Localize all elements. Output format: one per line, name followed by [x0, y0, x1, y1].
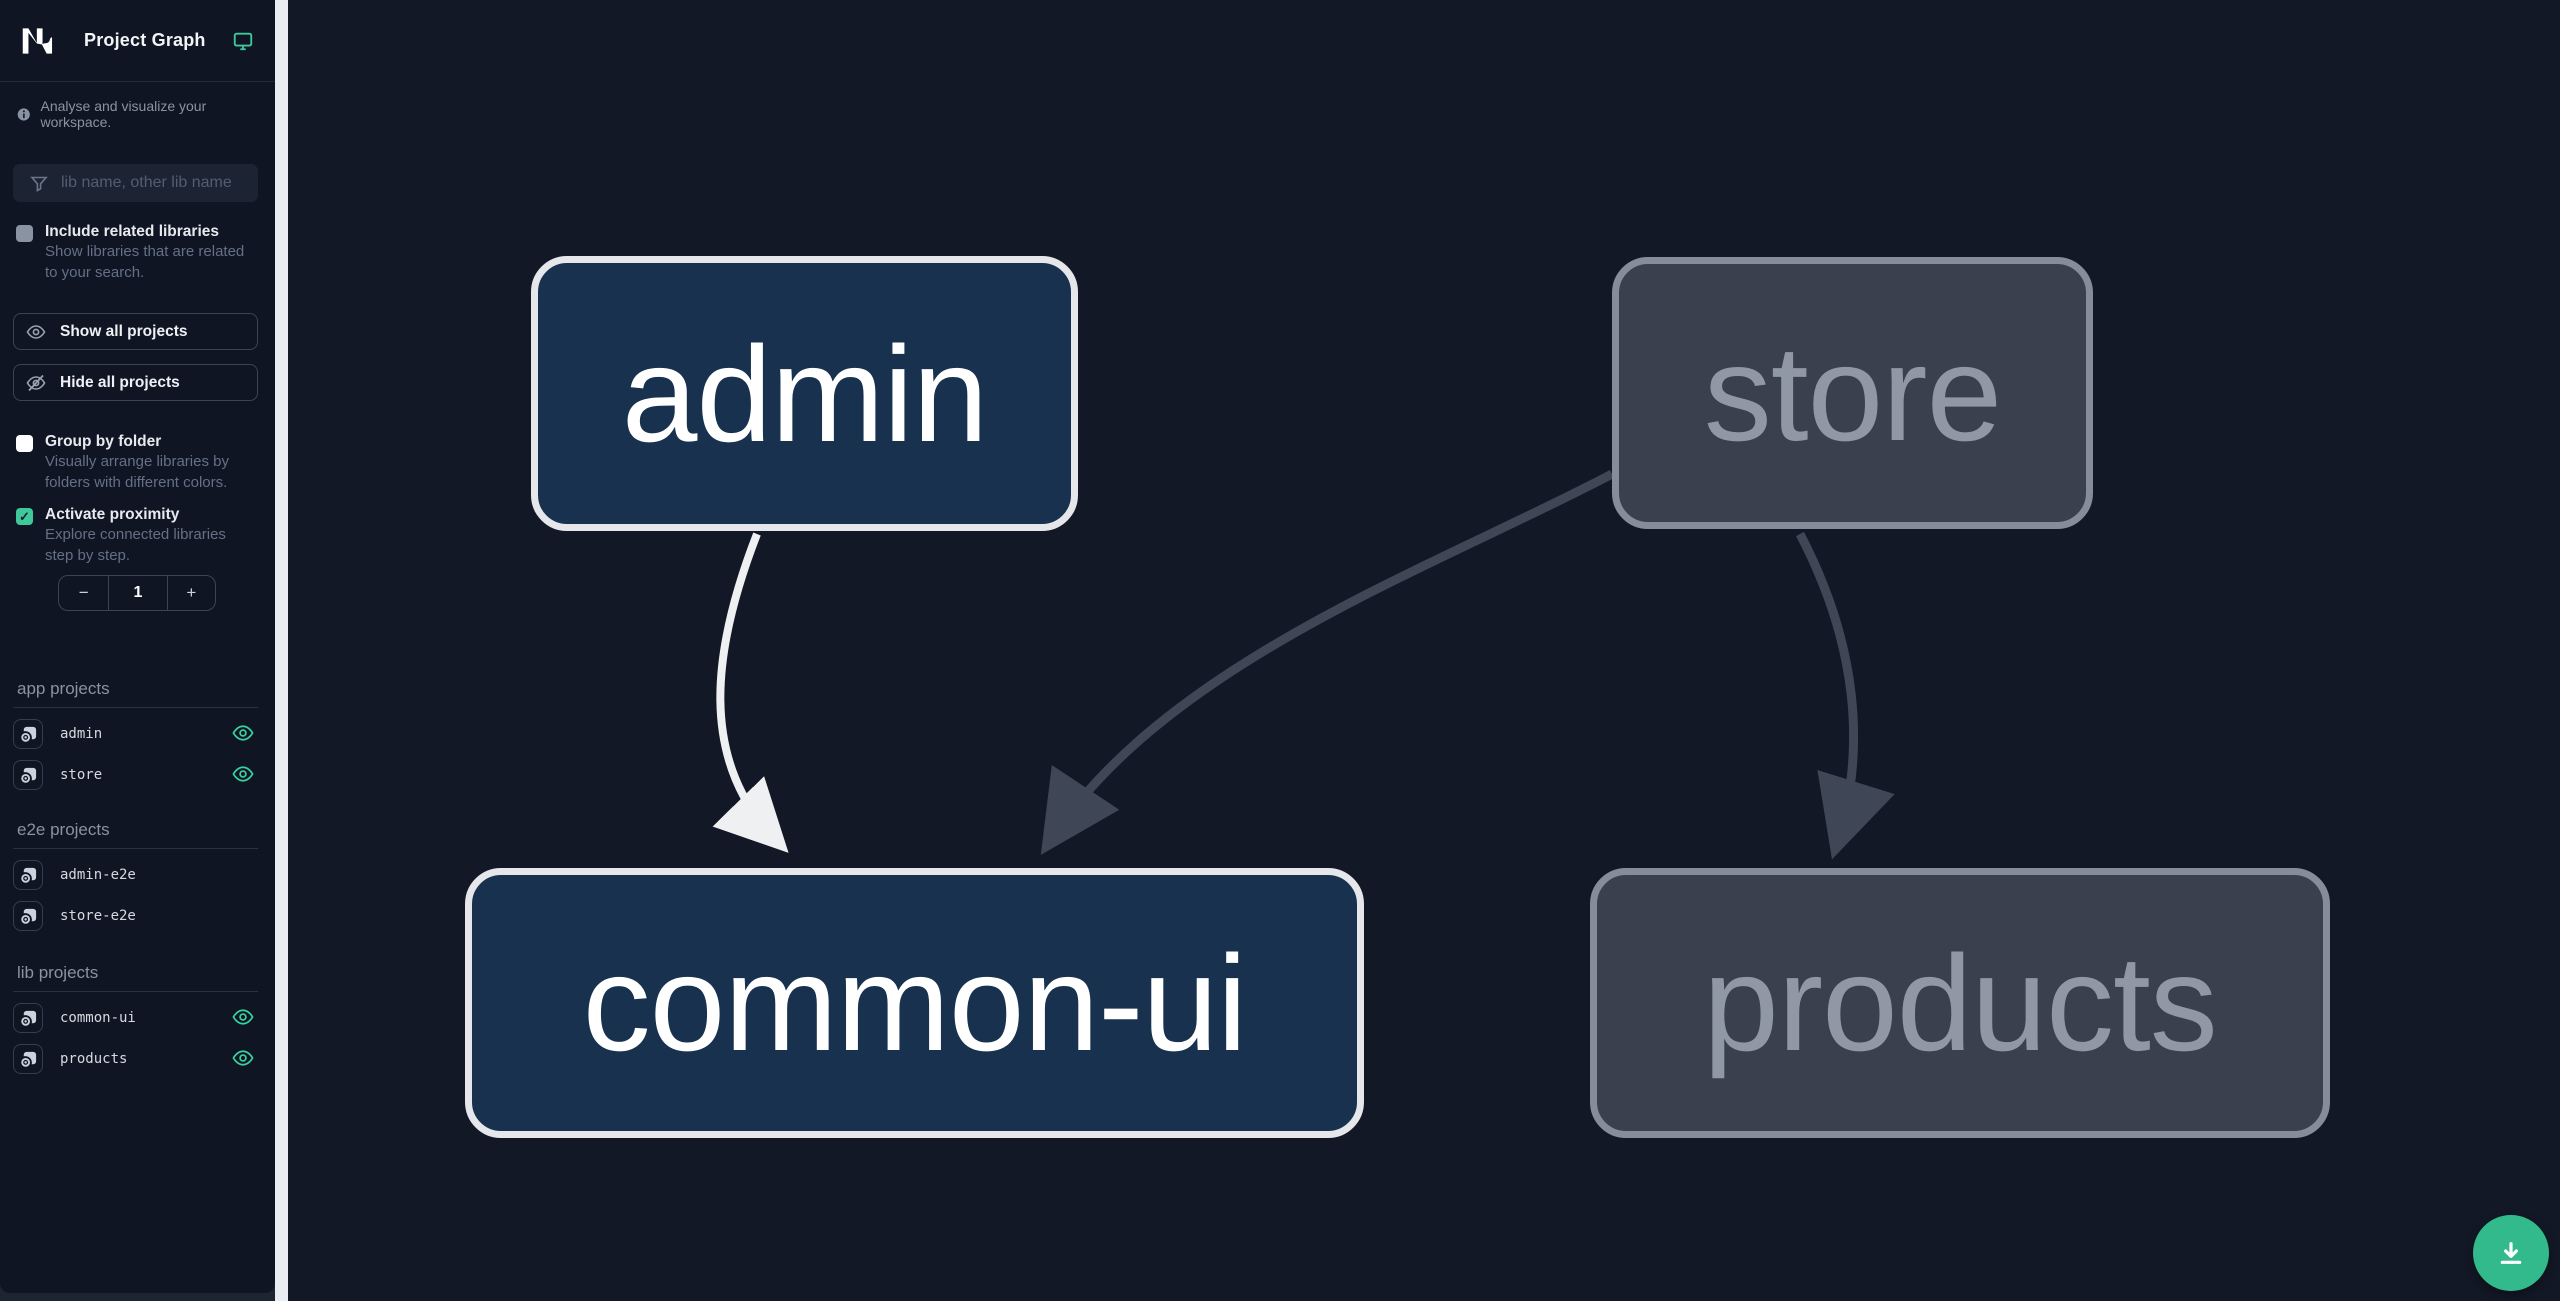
activate-proximity-option[interactable]: ✓ Activate proximity Explore connected l…: [16, 506, 257, 566]
project-row-products: products: [13, 1044, 258, 1074]
group-by-folder-description: Visually arrange libraries by folders wi…: [45, 453, 229, 491]
edge-store-to-products[interactable]: [1796, 531, 1895, 860]
project-name: products: [60, 1051, 128, 1067]
eye-icon: [26, 324, 46, 339]
include-related-checkbox[interactable]: [16, 225, 33, 242]
search-input[interactable]: [61, 174, 248, 192]
focus-icon: [20, 1010, 36, 1026]
group-by-folder-option[interactable]: Group by folder Visually arrange librari…: [16, 433, 257, 493]
section-title: lib projects: [13, 963, 258, 992]
activate-proximity-checkbox[interactable]: ✓: [16, 508, 33, 525]
monitor-icon[interactable]: [232, 30, 254, 52]
proximity-increment-button[interactable]: +: [168, 576, 215, 610]
focus-icon: [20, 867, 36, 883]
section-lib-projects: lib projects common-ui: [13, 963, 258, 1074]
show-all-projects-button[interactable]: Show all projects: [13, 313, 258, 350]
edge-admin-to-common-ui[interactable]: [712, 532, 789, 853]
sidebar-header: Project Graph: [0, 0, 275, 82]
focus-icon: [20, 1051, 36, 1067]
page-title: Project Graph: [84, 30, 206, 50]
section-app-projects: app projects admin: [13, 679, 258, 790]
graph-canvas[interactable]: admin store common-ui products: [288, 0, 2560, 1301]
proximity-stepper: − 1 +: [58, 575, 216, 611]
hide-all-projects-label: Hide all projects: [60, 373, 180, 391]
graph-node-products[interactable]: products: [1590, 868, 2330, 1138]
activate-proximity-description: Explore connected libraries step by step…: [45, 526, 226, 564]
download-image-button[interactable]: [2473, 1215, 2549, 1291]
download-icon: [2500, 1242, 2522, 1264]
edge-store-to-common-ui[interactable]: [1040, 470, 1615, 855]
info-icon: [17, 107, 30, 121]
eye-off-icon: [26, 374, 46, 391]
project-row-common-ui: common-ui: [13, 1003, 258, 1033]
include-related-option[interactable]: Include related libraries Show libraries…: [16, 223, 257, 283]
project-name: admin: [60, 726, 103, 742]
group-by-folder-label: Group by folder: [45, 433, 162, 450]
focus-project-button[interactable]: [13, 1044, 43, 1074]
focus-project-button[interactable]: [13, 901, 43, 931]
show-all-projects-label: Show all projects: [60, 322, 188, 340]
include-related-description: Show libraries that are related to your …: [45, 243, 245, 281]
section-title: app projects: [13, 679, 258, 708]
focus-icon: [20, 726, 36, 742]
focus-project-button[interactable]: [13, 860, 43, 890]
toggle-visibility-eye-icon[interactable]: [230, 1048, 256, 1070]
activate-proximity-label: Activate proximity: [45, 506, 180, 523]
project-name: admin-e2e: [60, 867, 136, 883]
project-row-admin-e2e: admin-e2e: [13, 860, 258, 890]
focus-project-button[interactable]: [13, 719, 43, 749]
filter-box: [13, 164, 258, 202]
workspace-tagline: Analyse and visualize your workspace.: [17, 98, 257, 130]
include-related-label: Include related libraries: [45, 223, 220, 240]
hide-all-projects-button[interactable]: Hide all projects: [13, 364, 258, 401]
section-title: e2e projects: [13, 820, 258, 849]
toggle-visibility-eye-icon[interactable]: [230, 723, 256, 745]
proximity-decrement-button[interactable]: −: [59, 576, 108, 610]
focus-project-button[interactable]: [13, 1003, 43, 1033]
sidebar-resize-handle[interactable]: [275, 0, 288, 1301]
project-name: store: [60, 767, 103, 783]
focus-icon: [20, 767, 36, 783]
group-by-folder-checkbox[interactable]: [16, 435, 33, 452]
graph-node-admin[interactable]: admin: [531, 256, 1078, 531]
graph-edges: [712, 470, 1895, 860]
project-name: common-ui: [60, 1010, 136, 1026]
sidebar: Project Graph Analyse and visualize your…: [0, 0, 275, 1293]
toggle-visibility-eye-icon[interactable]: [230, 1007, 256, 1029]
toggle-visibility-eye-icon[interactable]: [230, 764, 256, 786]
graph-node-store[interactable]: store: [1612, 257, 2093, 529]
funnel-icon: [30, 176, 48, 192]
project-name: store-e2e: [60, 908, 136, 924]
focus-icon: [20, 908, 36, 924]
project-row-store: store: [13, 760, 258, 790]
section-e2e-projects: e2e projects admin-e2e store-e2e: [13, 820, 258, 931]
proximity-value: 1: [108, 576, 168, 610]
focus-project-button[interactable]: [13, 760, 43, 790]
tagline-text: Analyse and visualize your workspace.: [40, 98, 207, 130]
graph-node-common-ui[interactable]: common-ui: [465, 868, 1364, 1138]
nx-logo-icon: [22, 27, 53, 54]
project-row-admin: admin: [13, 719, 258, 749]
project-row-store-e2e: store-e2e: [13, 901, 258, 931]
